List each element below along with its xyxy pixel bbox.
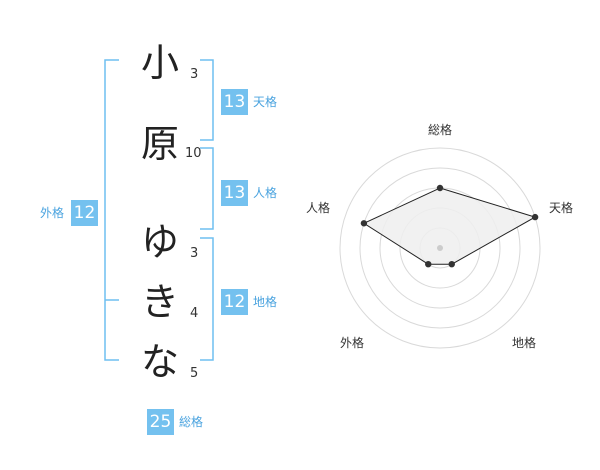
gaikaku-label: 外格: [40, 206, 65, 220]
jinkaku-value: 13: [221, 180, 248, 206]
stroke-count-1: 3: [190, 67, 199, 82]
radar-label-gaikaku: 外格: [340, 336, 365, 350]
radar-polygon: [362, 187, 537, 265]
tenkaku-bracket: [200, 59, 214, 141]
stroke-count-3: 3: [190, 246, 199, 261]
name-char-2: 原: [140, 122, 179, 166]
radar-point-1: [436, 184, 444, 192]
chikaku-bracket: [200, 237, 214, 361]
radar-point-2: [531, 213, 539, 221]
tenkaku-label: 天格: [253, 95, 278, 109]
chikaku-label: 地格: [253, 295, 278, 309]
jinkaku-bracket: [200, 147, 214, 230]
name-char-1: 小: [140, 41, 179, 85]
chikaku-value: 12: [221, 289, 248, 315]
soukaku-value: 25: [147, 409, 174, 435]
name-char-5: な: [140, 340, 179, 384]
stroke-count-5: 5: [190, 366, 199, 381]
radar-label-jinkaku: 人格: [306, 201, 331, 215]
radar-center-dot: [437, 245, 443, 251]
radar-point-5: [360, 220, 368, 227]
radar-label-tenkaku: 天格: [549, 201, 574, 215]
tenkaku-value: 13: [221, 89, 248, 115]
radar-label-chikaku: 地格: [512, 336, 537, 350]
radar-point-4: [425, 260, 432, 268]
radar-ring-4: [359, 167, 521, 329]
radar-point-3: [448, 260, 455, 268]
stroke-count-4: 4: [190, 306, 199, 321]
name-char-3: ゆ: [140, 220, 179, 264]
stroke-count-2: 10: [185, 146, 202, 161]
gaikaku-value: 12: [71, 200, 98, 226]
jinkaku-label: 人格: [253, 186, 278, 200]
radar-ring-5: [339, 147, 541, 349]
gaikaku-bracket: [104, 59, 119, 361]
name-char-4: き: [140, 280, 179, 324]
soukaku-label: 総格: [179, 415, 204, 429]
radar-label-soukaku: 総格: [428, 123, 453, 137]
